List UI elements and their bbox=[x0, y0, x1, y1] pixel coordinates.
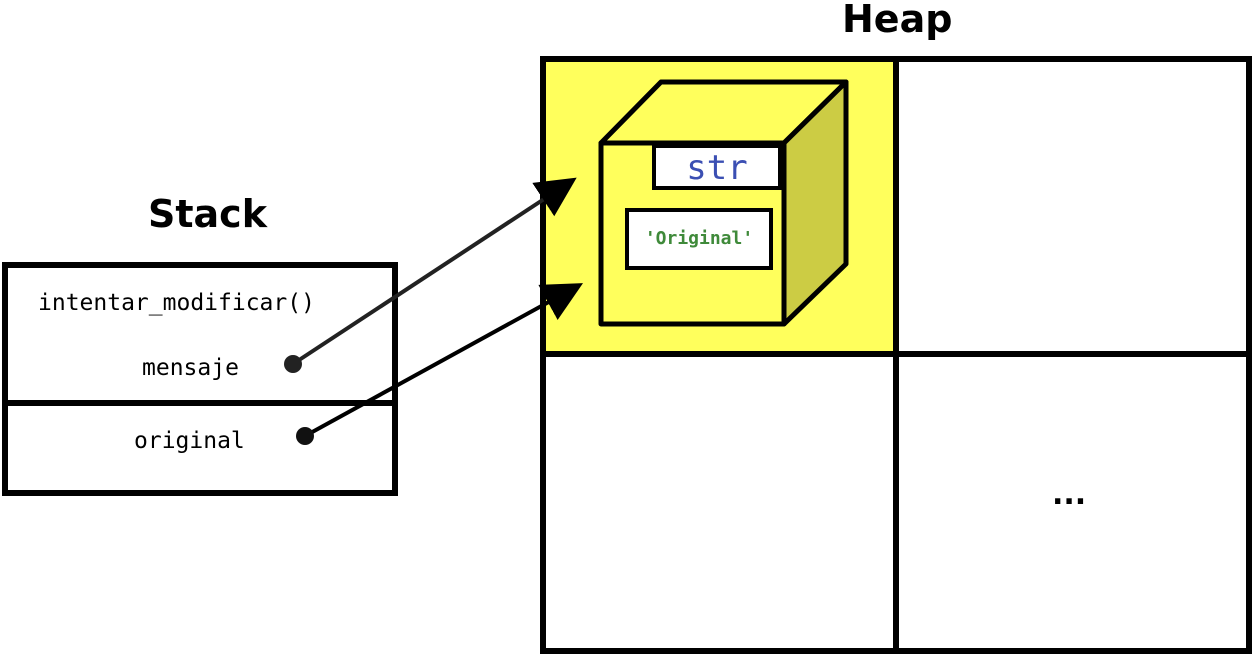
variable-original: original bbox=[134, 428, 245, 454]
object-type-label: str bbox=[652, 144, 782, 190]
variable-mensaje: mensaje bbox=[142, 355, 239, 381]
stack-frame-function bbox=[2, 262, 398, 406]
heap-divider-horizontal bbox=[540, 351, 1252, 357]
heap-ellipsis: ... bbox=[1052, 477, 1087, 512]
heap-title: Heap bbox=[842, 0, 953, 41]
function-name: intentar_modificar() bbox=[38, 290, 315, 316]
object-value-box: 'Original' bbox=[625, 208, 773, 270]
stack-title: Stack bbox=[148, 192, 267, 236]
